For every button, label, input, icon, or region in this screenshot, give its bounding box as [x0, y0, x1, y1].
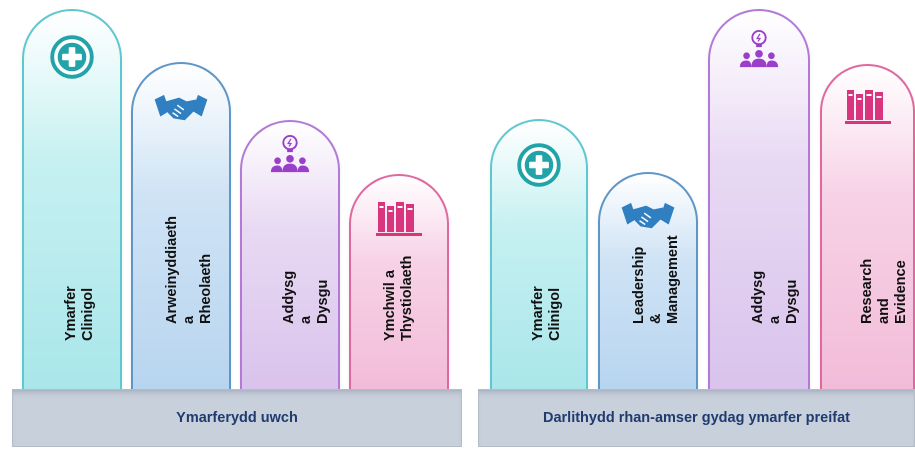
pillar-research: Research and Evidence	[820, 64, 915, 389]
base-label-part-time-lecturer: Darlithydd rhan-amser gydag ymarfer prei…	[478, 389, 915, 447]
pillar-clinical-practice: Ymarfer Clinigol	[490, 119, 588, 389]
lightbulb-group-icon	[738, 29, 780, 71]
pillar-research: Ymchwil a Thystiolaeth	[349, 174, 449, 389]
pillar-education: Addysg a Dysgu	[240, 120, 340, 389]
pillar-label: Addysg a Dysgu	[750, 270, 800, 324]
handshake-icon	[619, 200, 677, 232]
pillar-label: Ymarfer Clinigol	[530, 286, 563, 341]
pillar-clinical-practice: Ymarfer Clinigol	[22, 9, 122, 389]
pillar-label: Leadership & Management	[631, 235, 681, 324]
pillar-education: Addysg a Dysgu	[708, 9, 810, 389]
pillar-leadership: Arweinyddiaeth a Rheolaeth	[131, 62, 231, 389]
books-icon	[845, 86, 891, 126]
pillar-leadership: Leadership & Management	[598, 172, 698, 389]
medical-cross-icon	[517, 143, 561, 187]
pillar-label: Research and Evidence	[858, 258, 909, 324]
base-label-advanced-practitioner: Ymarferydd uwch	[12, 389, 462, 447]
